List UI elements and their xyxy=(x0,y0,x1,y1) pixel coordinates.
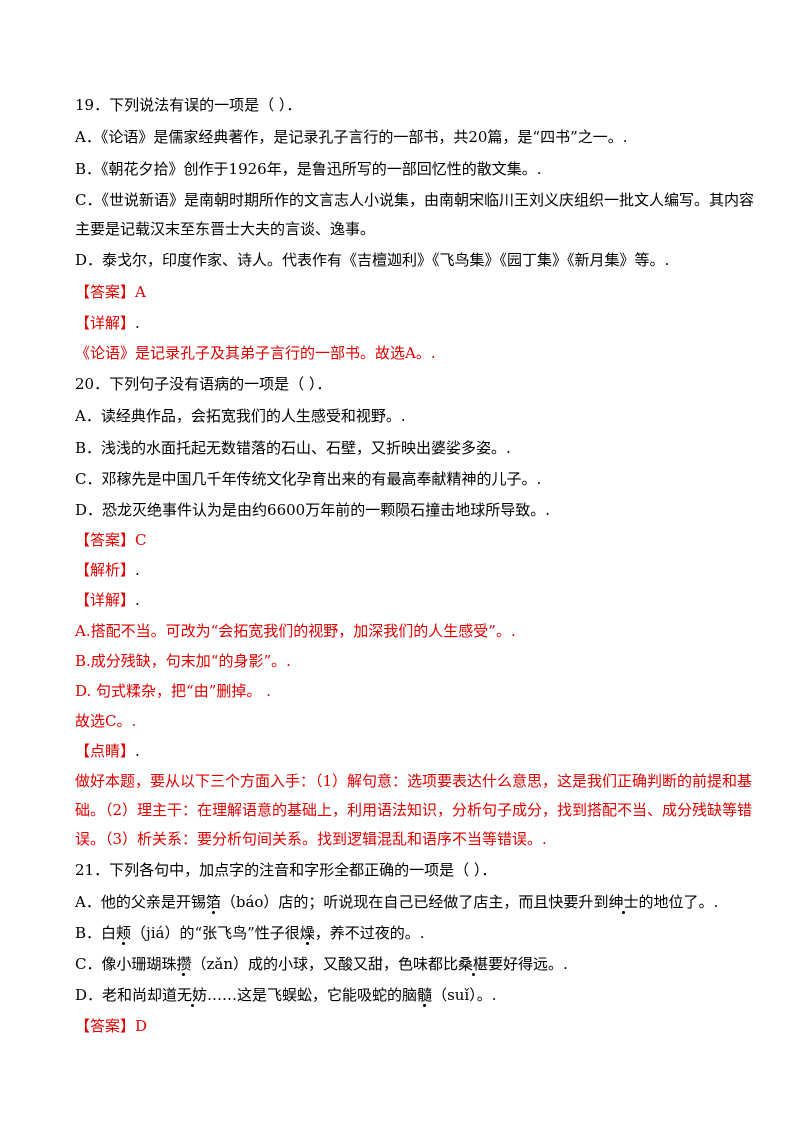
q19-option-a: A．《论语》是儒家经典著作，是记录孔子言行的一部书，共20篇，是“四书”之一。. xyxy=(75,128,628,146)
answer-label: 【答案】 xyxy=(75,531,136,549)
q20-analysis-heading: 【解析】. xyxy=(75,560,140,580)
q19-detail-text: 《论语》是记录孔子及其弟子言行的一部书。故选A。. xyxy=(75,344,436,362)
detail-label: 【详解】 xyxy=(75,314,136,332)
option-text: A．他的父亲是开锡 xyxy=(75,893,206,911)
option-text: 的地位了。. xyxy=(638,893,719,911)
dotted-char: 桑椹 xyxy=(458,955,489,973)
dotted-char: 颊 xyxy=(116,924,132,942)
q20-explanation-d: D. 句式糅杂，把“由”删掉。 . xyxy=(75,682,271,700)
answer-value: D xyxy=(135,1017,148,1035)
detail-suffix: . xyxy=(135,314,140,332)
q20-conclusion: 故选C。. xyxy=(75,712,137,730)
detail-label: 【详解】 xyxy=(75,591,136,609)
dotted-char: 攒 xyxy=(176,955,192,973)
answer-label: 【答案】 xyxy=(75,283,136,301)
q20-tip-heading: 【点睛】. xyxy=(75,741,140,761)
answer-value: C xyxy=(135,531,147,549)
q19-option-c-line1: C．《世说新语》是南朝时期所作的文言志人小说集，由南朝宋临川王刘义庆组织一批文人… xyxy=(75,191,754,209)
answer-label: 【答案】 xyxy=(75,1017,136,1035)
q19-option-c-line2: 主要是记载汉末至东晋士大夫的言谈、逸事。 xyxy=(75,220,376,238)
dotted-char: 无妨 xyxy=(177,986,208,1004)
option-text: C．像小珊瑚珠 xyxy=(75,955,177,973)
dotted-char: 箔 xyxy=(205,893,221,911)
tip-suffix: . xyxy=(135,742,140,760)
q20-tip-line1: 做好本题，要从以下三个方面入手：（1）解句意：选项要表达什么意思，这是我们正确判… xyxy=(75,772,753,790)
q21-stem: 21．下列各句中，加点字的注音和字形全都正确的一项是（ ）． xyxy=(75,861,497,879)
q21-answer: 【答案】D xyxy=(75,1016,147,1036)
q20-explanation-b: B.成分残缺，句末加“的身影”。. xyxy=(75,652,291,670)
dotted-char: 绅士 xyxy=(608,893,639,911)
q20-stem: 20．下列句子没有语病的一项是（ ）． xyxy=(75,375,332,393)
q20-tip-line2: 础。（2）理主干：在理解语意的基础上，利用语法知识，分析句子成分，找到搭配不当、… xyxy=(75,801,753,819)
analysis-suffix: . xyxy=(135,561,140,579)
q19-option-d: D．泰戈尔，印度作家、诗人。代表作有《吉檀迦利》《飞鸟集》《园丁集》《新月集》等… xyxy=(75,251,670,269)
q21-option-c: C．像小珊瑚珠攒（zǎn）成的小球，又酸又甜，色味都比桑椹要好得远。. xyxy=(75,954,568,974)
q19-stem: 19．下列说法有误的一项是（ ）． xyxy=(75,96,302,114)
q20-option-b: B．浅浅的水面托起无数错落的石山、石壁，又折映出婆娑多姿。. xyxy=(75,439,511,457)
option-text: B．白 xyxy=(75,924,117,942)
q20-answer: 【答案】C xyxy=(75,530,147,550)
option-text: （báo）店的；听说现在自己已经做了店主，而且快要升到 xyxy=(220,893,609,911)
q19-answer: 【答案】A xyxy=(75,282,146,302)
q20-option-d: D．恐龙灭绝事件认为是由约6600万年前的一颗陨石撞击地球所导致。. xyxy=(75,501,550,519)
dotted-char: 燥 xyxy=(299,924,315,942)
q20-option-a: A．读经典作品，会拓宽我们的人生感受和视野。. xyxy=(75,407,406,425)
option-text: （jiá）的“张飞鸟”性子很 xyxy=(131,924,300,942)
q20-option-c: C．邓稼先是中国几千年传统文化孕育出来的有最高奉献精神的儿子。. xyxy=(75,470,542,488)
q19-detail-heading: 【详解】. xyxy=(75,313,140,333)
answer-value: A xyxy=(135,283,146,301)
option-text: ，养不过夜的。. xyxy=(314,924,425,942)
detail-suffix: . xyxy=(135,591,140,609)
q21-option-d: D．老和尚却道无妨……这是飞蜈蚣，它能吸蛇的脑髓（suǐ）。. xyxy=(75,985,497,1005)
q20-tip-line3: 误。（3）析关系：要分析句间关系。找到逻辑混乱和语序不当等错误。. xyxy=(75,830,547,848)
q20-explanation-a: A.搭配不当。可改为“会拓宽我们的视野，加深我们的人生感受”。. xyxy=(75,622,516,640)
option-text: D．老和尚却道 xyxy=(75,986,178,1004)
dotted-char: 髓 xyxy=(417,986,433,1004)
tip-label: 【点睛】 xyxy=(75,742,136,760)
q21-option-a: A．他的父亲是开锡箔（báo）店的；听说现在自己已经做了店主，而且快要升到绅士的… xyxy=(75,892,718,912)
option-text: 要好得远。. xyxy=(488,955,568,973)
option-text: （zǎn）成的小球，又酸又甜，色味都比 xyxy=(191,955,459,973)
option-text: ……这是飞蜈蚣，它能吸蛇的脑 xyxy=(207,986,418,1004)
q20-detail-heading: 【详解】. xyxy=(75,590,140,610)
q19-option-b: B．《朝花夕拾》创作于1926年，是鲁迅所写的一部回忆性的散文集。. xyxy=(75,160,542,178)
q21-option-b: B．白颊（jiá）的“张飞鸟”性子很燥，养不过夜的。. xyxy=(75,923,425,943)
option-text: （suǐ）。. xyxy=(432,986,497,1004)
analysis-label: 【解析】 xyxy=(75,561,136,579)
